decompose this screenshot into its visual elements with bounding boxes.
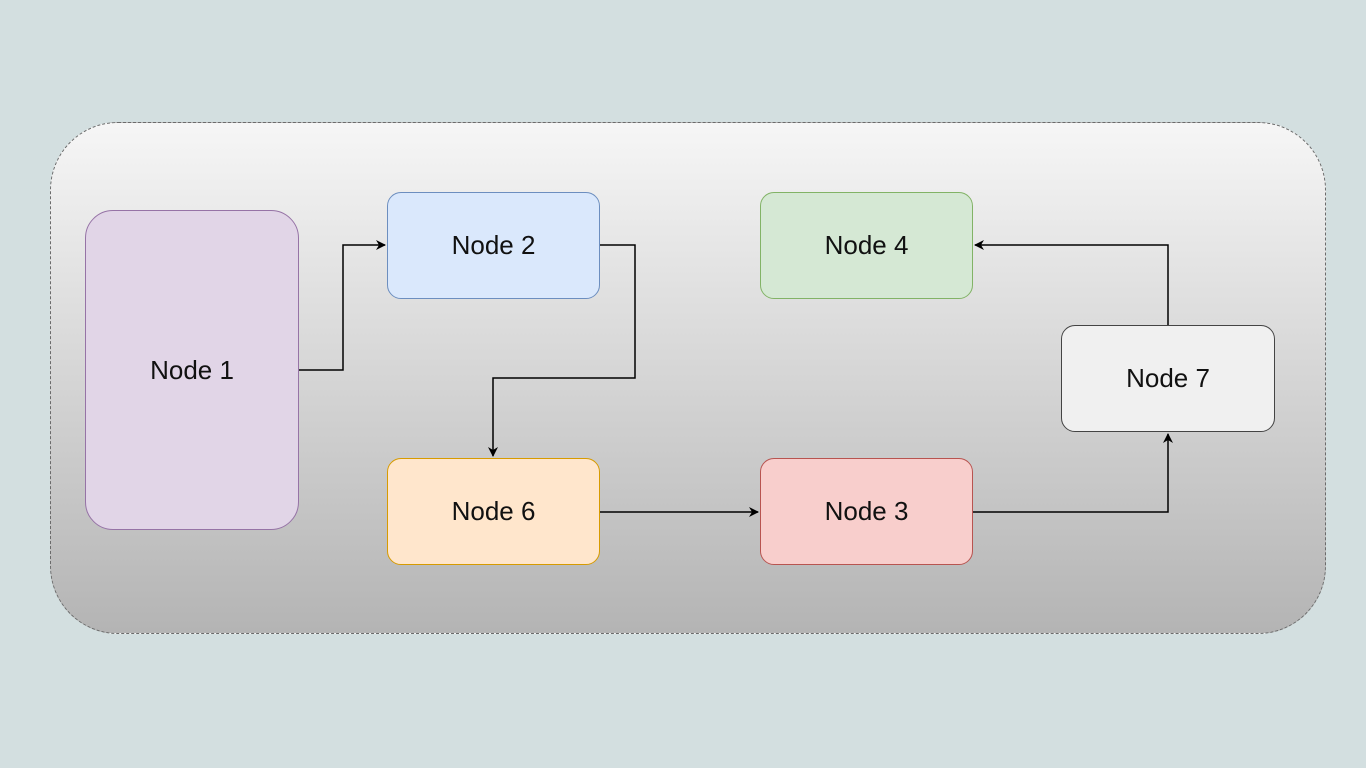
node-3-label: Node 3: [824, 496, 909, 526]
node-6-label: Node 6: [451, 496, 536, 526]
node-6[interactable]: Node 6: [387, 458, 600, 565]
node-3[interactable]: Node 3: [760, 458, 973, 565]
node-7[interactable]: Node 7: [1061, 325, 1275, 432]
node-4-label: Node 4: [824, 230, 909, 260]
node-4[interactable]: Node 4: [760, 192, 973, 299]
node-2[interactable]: Node 2: [387, 192, 600, 299]
node-1[interactable]: Node 1: [85, 210, 299, 530]
node-1-label: Node 1: [150, 354, 234, 385]
node-7-label: Node 7: [1126, 363, 1210, 393]
node-2-label: Node 2: [451, 230, 536, 260]
